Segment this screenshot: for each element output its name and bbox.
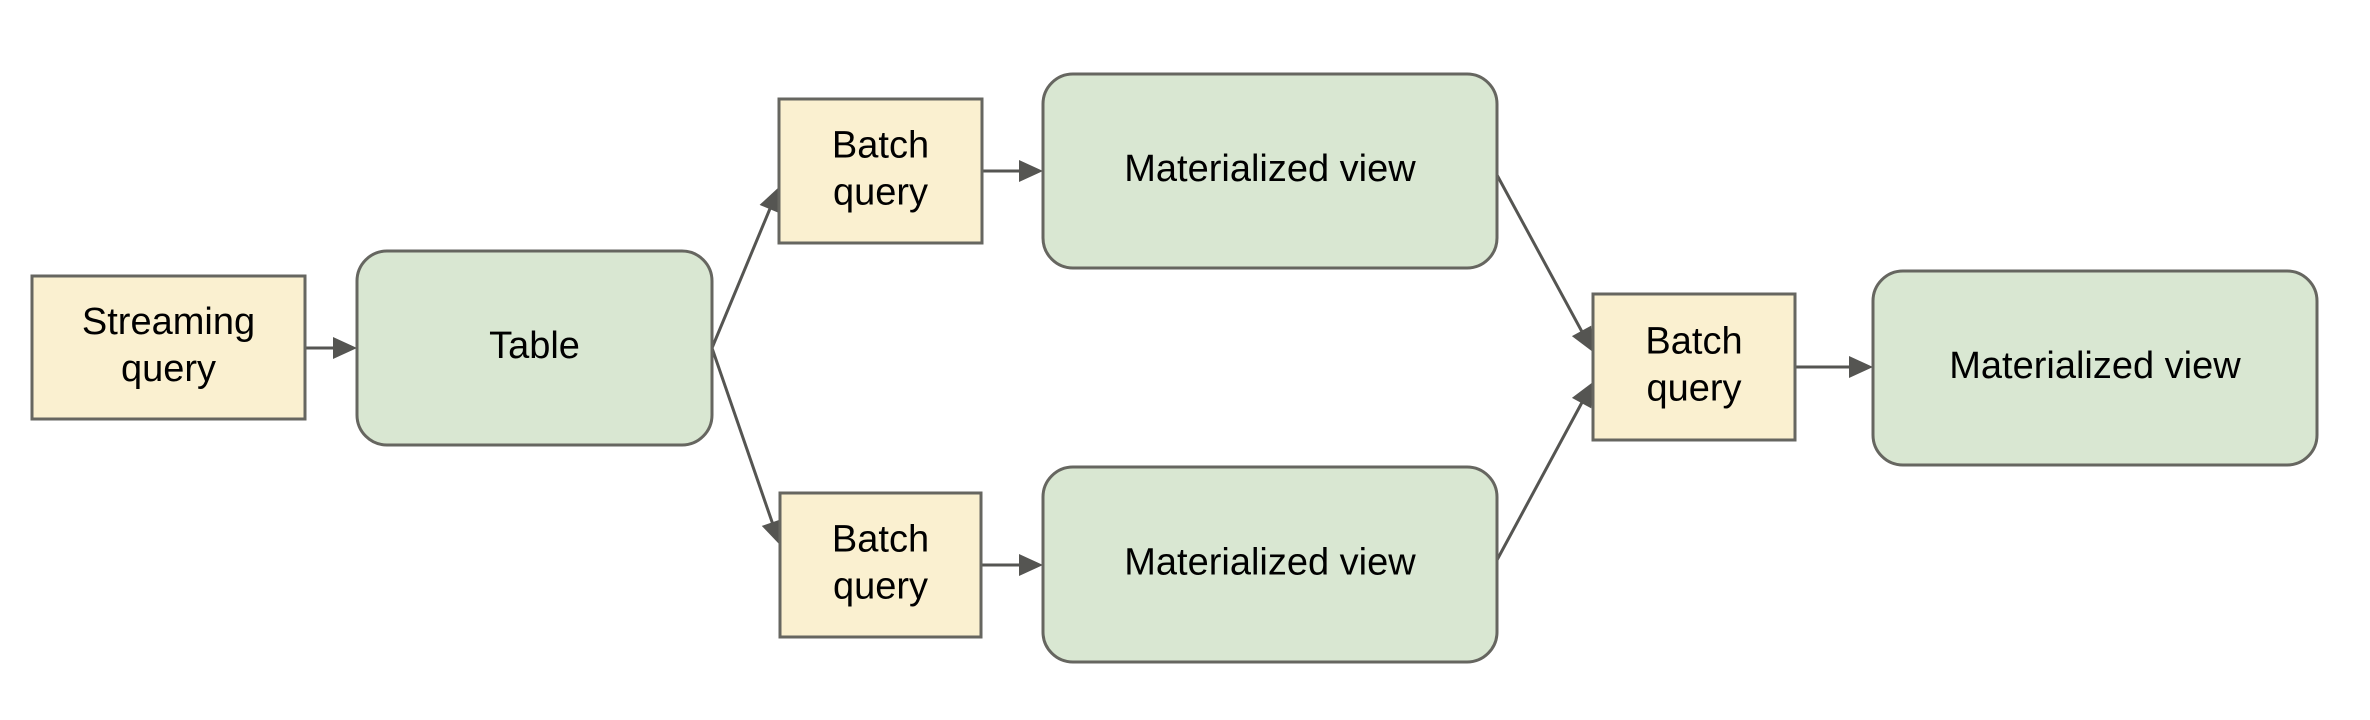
edge-line	[1495, 399, 1585, 561]
arrowhead-icon	[1571, 382, 1593, 409]
edge-line	[710, 347, 775, 526]
arrowhead-icon	[759, 187, 780, 214]
node-label-materialized-view-final: Materialized view	[1949, 345, 2241, 387]
node-shape-materialized-view-top[interactable]	[1041, 72, 1499, 270]
node-shape-materialized-view-final[interactable]	[1871, 269, 2319, 467]
arrowhead-icon	[333, 337, 357, 359]
node-table[interactable]: Table	[355, 249, 714, 447]
edge-table-to-batch-bottom	[710, 347, 783, 545]
arrowhead-icon	[1571, 325, 1593, 352]
arrowhead-icon	[1019, 554, 1043, 576]
node-label-table: Table	[489, 325, 580, 367]
node-materialized-view-final[interactable]: Materialized view	[1871, 269, 2319, 467]
edge-mv-top-to-batch-join	[1495, 174, 1593, 352]
arrowhead-icon	[1849, 356, 1873, 378]
node-shape-table[interactable]	[355, 249, 714, 447]
node-shape-batch-query-top[interactable]	[777, 97, 984, 245]
arrowhead-icon	[1019, 160, 1043, 182]
node-shape-streaming-query[interactable]	[30, 274, 307, 421]
node-label-materialized-view-bottom: Materialized view	[1124, 542, 1416, 584]
edge-batch-bottom-to-mv-bottom	[981, 554, 1043, 576]
edge-batch-top-to-mv-top	[982, 160, 1043, 182]
node-shape-materialized-view-bottom[interactable]	[1041, 465, 1499, 664]
node-label-materialized-view-top: Materialized view	[1124, 148, 1416, 190]
edge-mv-bottom-to-batch-join	[1495, 382, 1593, 561]
node-shape-batch-query-bottom[interactable]	[778, 491, 983, 639]
edge-line	[1495, 174, 1585, 335]
edge-streaming-to-table	[305, 337, 357, 359]
node-materialized-view-bottom[interactable]: Materialized view	[1041, 465, 1499, 664]
arrowhead-icon	[761, 518, 783, 545]
edge-batch-join-to-mv-final	[1795, 356, 1873, 378]
edge-table-to-batch-top	[710, 187, 780, 349]
edges-layer	[305, 160, 1873, 576]
node-materialized-view-top[interactable]: Materialized view	[1041, 72, 1499, 270]
edge-line	[710, 205, 773, 349]
node-shape-batch-query-join[interactable]	[1591, 292, 1797, 442]
